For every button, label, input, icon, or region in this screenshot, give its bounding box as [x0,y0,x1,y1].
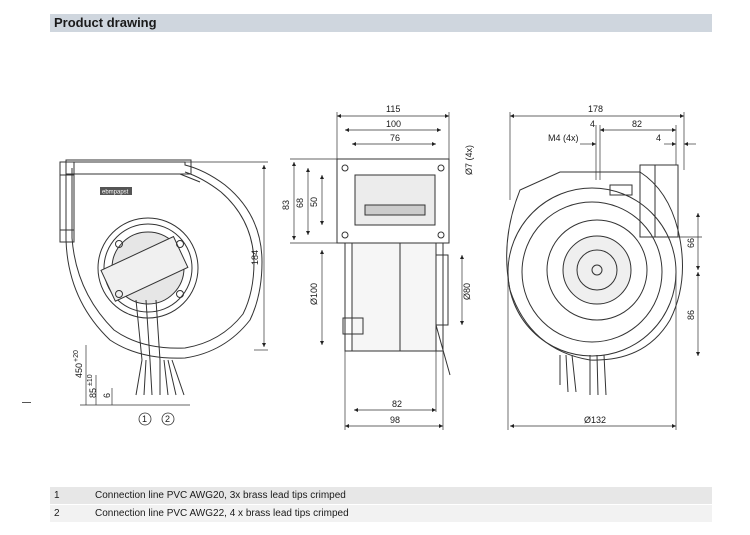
dim-d80: Ø80 [462,283,472,300]
dim-76: 76 [390,133,400,143]
front-dimensions [80,161,268,406]
section-header: Product drawing [50,14,712,32]
dim-4b: 4 [656,133,661,143]
front-view [59,159,263,396]
dim-m4: M4 (4x) [548,133,579,143]
callout-1: 1 [138,412,152,426]
dim-100: 100 [386,119,401,129]
dim-d132: Ø132 [584,415,606,425]
side-view [336,158,451,376]
dim-450: 450 [74,363,84,378]
dim-82-side: 82 [392,399,402,409]
dim-4a: 4 [590,119,595,129]
dim-82-rear: 82 [632,119,642,129]
dim-hole: Ø7 (4x) [464,145,474,175]
rear-view [506,164,683,396]
dim-85: 85 [88,388,98,398]
dim-178: 178 [588,104,603,114]
dim-115: 115 [386,104,400,114]
dim-98: 98 [390,415,400,425]
dim-85-tol: ±10 [87,374,94,386]
note-number: 1 [54,490,60,501]
dim-184: 184 [250,250,260,265]
note-text: Connection line PVC AWG20, 3x brass lead… [95,490,346,501]
logo-label: ebmpapst [100,187,132,196]
dim-68: 68 [295,198,305,208]
note-row: 2 Connection line PVC AWG22, 4 x brass l… [50,505,712,522]
dim-50: 50 [309,197,319,207]
rear-dimensions [507,112,702,430]
dim-83: 83 [281,200,291,210]
dim-6: 6 [102,393,112,398]
note-row: 1 Connection line PVC AWG20, 3x brass le… [50,487,712,504]
callout-2: 2 [161,412,175,426]
product-drawing: ebmpapst 184 450 +20 85 ±10 6 1 2 [59,104,702,430]
note-text: Connection line PVC AWG22, 4 x brass lea… [95,508,349,519]
svg-text:1: 1 [142,414,147,424]
dim-d100: Ø100 [309,283,319,305]
dim-86: 86 [686,310,696,320]
section-title: Product drawing [54,15,157,30]
notes-table: 1 Connection line PVC AWG20, 3x brass le… [50,487,712,523]
dim-450-tol: +20 [73,350,80,362]
svg-text:2: 2 [165,414,170,424]
margin-mark [22,402,31,403]
note-number: 2 [54,508,60,519]
side-dimensions [290,112,465,430]
svg-text:ebmpapst: ebmpapst [102,190,129,196]
dim-66: 66 [686,238,696,248]
